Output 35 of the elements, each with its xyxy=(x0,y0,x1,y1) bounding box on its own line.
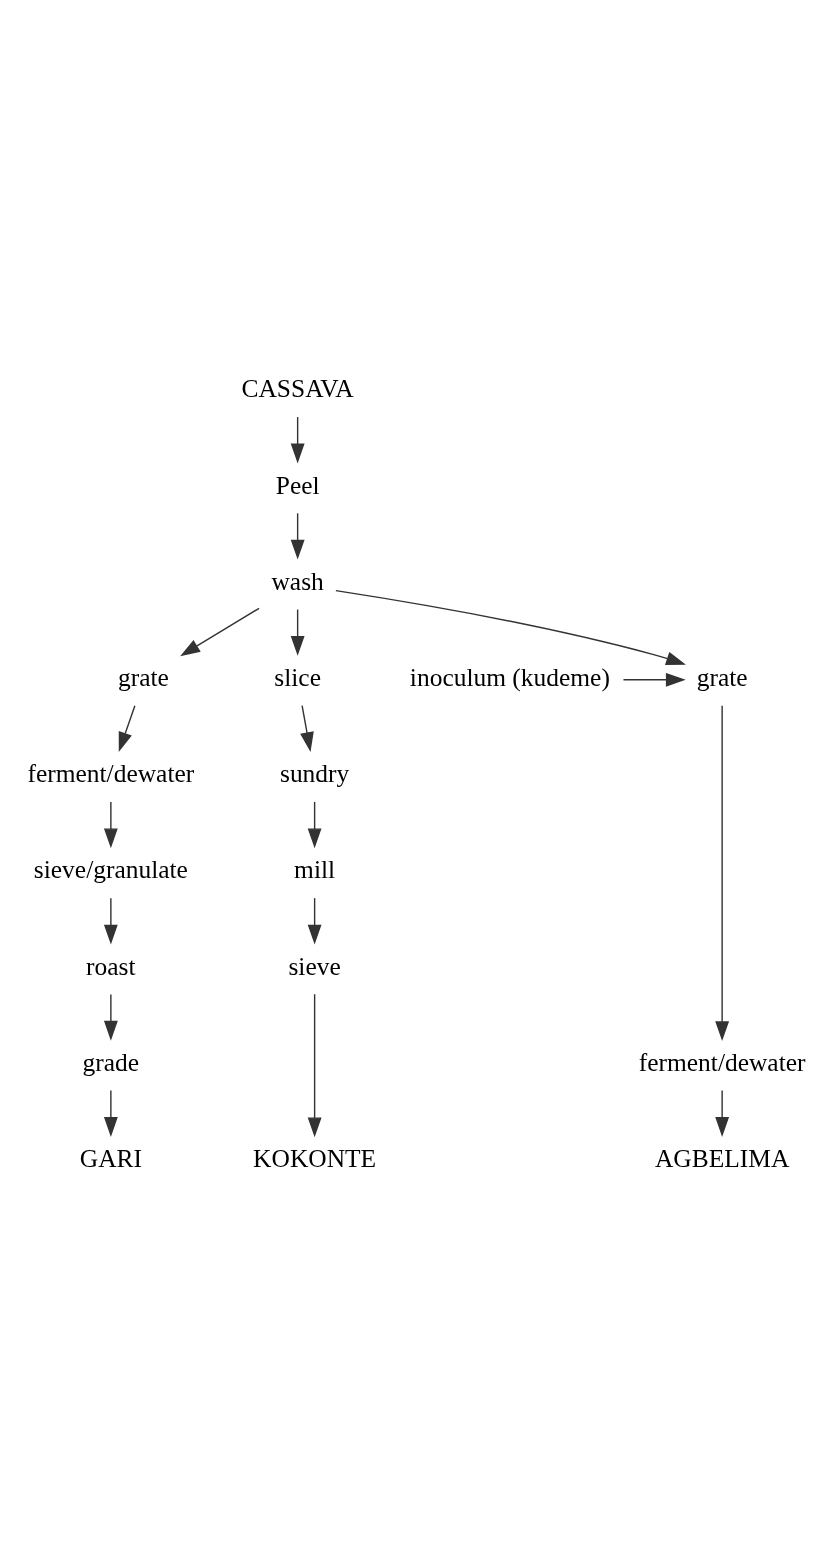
node-text: CASSAVA xyxy=(241,374,354,404)
arrow xyxy=(307,801,322,849)
arrow xyxy=(290,416,305,464)
arrow xyxy=(103,1089,118,1137)
node-text: Peel xyxy=(275,470,320,500)
arrow xyxy=(180,607,260,657)
node-text: ferment/dewater xyxy=(638,1047,806,1077)
arrow xyxy=(103,993,118,1041)
node-text: AGBELIMA xyxy=(654,1144,790,1174)
arrow xyxy=(622,672,686,687)
node-text: grate xyxy=(696,663,748,693)
arrow xyxy=(307,897,322,945)
node-text: sieve/granulate xyxy=(33,855,188,885)
arrow xyxy=(103,801,118,849)
arrow xyxy=(103,897,118,945)
arrow xyxy=(290,608,305,656)
arrow xyxy=(715,704,730,1042)
arrow xyxy=(290,512,305,560)
node-text: roast xyxy=(86,951,136,981)
node-text: slice xyxy=(274,663,321,693)
node-text: KOKONTE xyxy=(253,1144,377,1174)
node-text: ferment/dewater xyxy=(27,759,195,789)
node-text: sundry xyxy=(279,759,350,789)
arrow xyxy=(715,1089,730,1137)
node-text: GARI xyxy=(79,1144,142,1174)
node-text: inoculum (kudeme) xyxy=(409,663,610,693)
arrow xyxy=(118,705,136,752)
node-text: sieve xyxy=(288,951,341,981)
node-text: wash xyxy=(271,566,324,596)
arrow xyxy=(300,705,314,752)
arrow xyxy=(335,589,686,666)
node-text: grade xyxy=(82,1047,140,1077)
node-text: grate xyxy=(117,663,169,693)
arrow xyxy=(307,993,322,1138)
node-text: mill xyxy=(294,855,336,885)
